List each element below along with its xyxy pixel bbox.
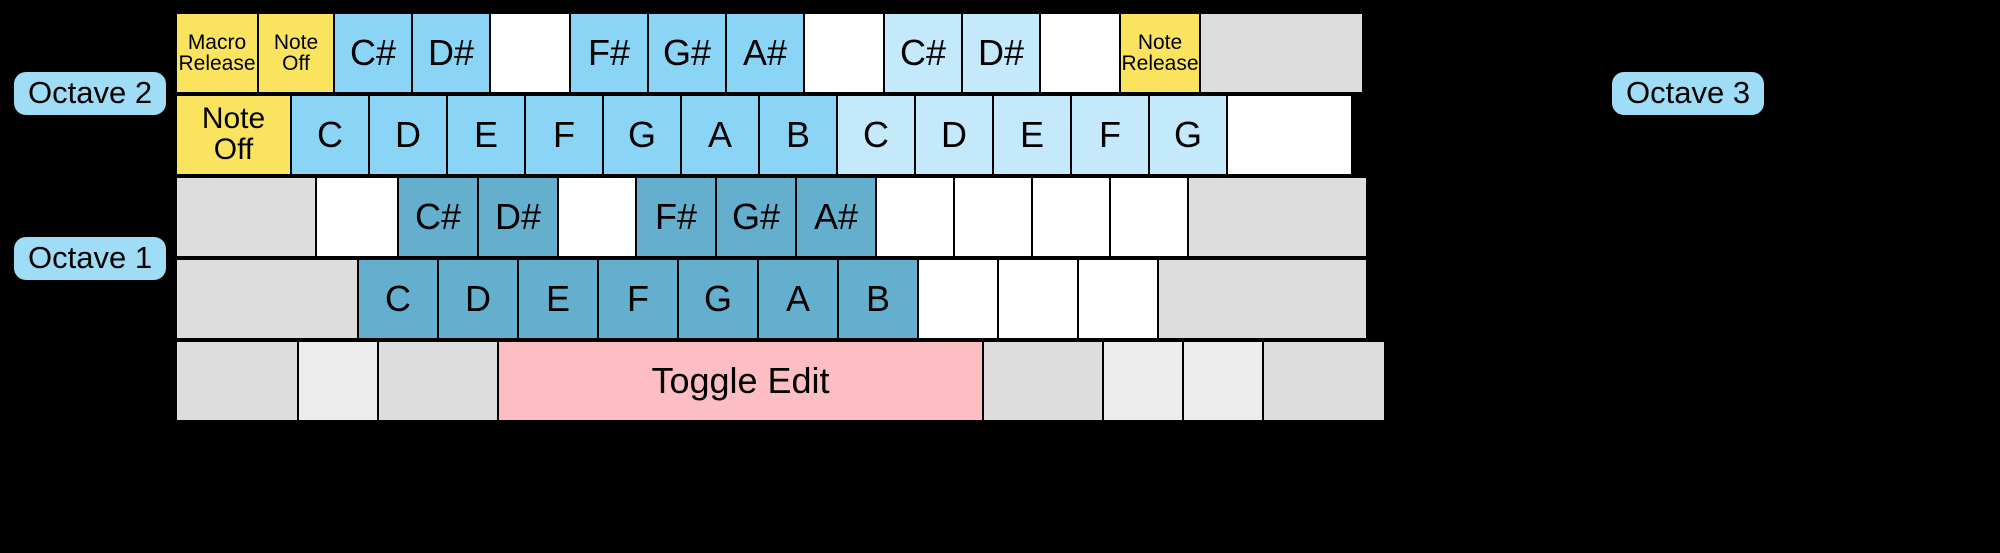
key-e[interactable]: E <box>446 94 526 176</box>
key-asharp[interactable]: A# <box>795 176 877 258</box>
key-d[interactable]: D <box>914 94 994 176</box>
key-blank[interactable] <box>982 340 1104 422</box>
key-f[interactable]: F <box>597 258 679 340</box>
key-dsharp[interactable]: D# <box>477 176 559 258</box>
key-fsharp[interactable]: F# <box>635 176 717 258</box>
key-asharp[interactable]: A# <box>725 12 805 94</box>
key-csharp[interactable]: C# <box>397 176 479 258</box>
key-blank[interactable] <box>1182 340 1264 422</box>
keyboard-row-asdf: C#D# F#G#A# <box>175 176 1368 258</box>
key-dsharp[interactable]: D# <box>961 12 1041 94</box>
key-blank[interactable] <box>1199 12 1364 94</box>
key-blank[interactable] <box>1031 176 1111 258</box>
key-g[interactable]: G <box>677 258 759 340</box>
key-dsharp[interactable]: D# <box>411 12 491 94</box>
key-e[interactable]: E <box>517 258 599 340</box>
key-gsharp[interactable]: G# <box>715 176 797 258</box>
key-blank[interactable] <box>1102 340 1184 422</box>
key-fsharp[interactable]: F# <box>569 12 649 94</box>
key-blank[interactable] <box>917 258 999 340</box>
key-macro-release[interactable]: Macro Release <box>175 12 259 94</box>
key-csharp[interactable]: C# <box>333 12 413 94</box>
key-b[interactable]: B <box>758 94 838 176</box>
key-blank[interactable] <box>803 12 885 94</box>
key-blank[interactable] <box>1157 258 1368 340</box>
key-gsharp[interactable]: G# <box>647 12 727 94</box>
key-blank[interactable] <box>489 12 571 94</box>
keyboard-row-space: Toggle Edit <box>175 340 1386 422</box>
key-g[interactable]: G <box>1148 94 1228 176</box>
key-blank[interactable] <box>315 176 399 258</box>
key-toggle-edit[interactable]: Toggle Edit <box>497 340 984 422</box>
key-f[interactable]: F <box>1070 94 1150 176</box>
key-blank[interactable] <box>557 176 637 258</box>
key-c[interactable]: C <box>836 94 916 176</box>
key-blank[interactable] <box>297 340 379 422</box>
key-blank[interactable] <box>1262 340 1386 422</box>
key-blank[interactable] <box>953 176 1033 258</box>
key-b[interactable]: B <box>837 258 919 340</box>
key-blank[interactable] <box>1077 258 1159 340</box>
key-blank[interactable] <box>175 340 299 422</box>
octave-1-label: Octave 1 <box>14 237 167 280</box>
key-note-off[interactable]: Note Off <box>175 94 292 176</box>
key-blank[interactable] <box>1226 94 1353 176</box>
key-blank[interactable] <box>1109 176 1189 258</box>
key-note-release[interactable]: Note Release <box>1119 12 1201 94</box>
key-blank[interactable] <box>997 258 1079 340</box>
octave-2-label: Octave 2 <box>14 72 167 115</box>
key-d[interactable]: D <box>368 94 448 176</box>
key-blank[interactable] <box>175 176 317 258</box>
key-f[interactable]: F <box>524 94 604 176</box>
key-blank[interactable] <box>1187 176 1368 258</box>
key-a[interactable]: A <box>680 94 760 176</box>
key-e[interactable]: E <box>992 94 1072 176</box>
key-c[interactable]: C <box>290 94 370 176</box>
key-blank[interactable] <box>875 176 955 258</box>
key-g[interactable]: G <box>602 94 682 176</box>
key-blank[interactable] <box>1039 12 1121 94</box>
key-csharp[interactable]: C# <box>883 12 963 94</box>
key-blank[interactable] <box>377 340 499 422</box>
key-note-off[interactable]: Note Off <box>257 12 335 94</box>
key-c[interactable]: C <box>357 258 439 340</box>
key-blank[interactable] <box>175 258 359 340</box>
key-a[interactable]: A <box>757 258 839 340</box>
key-d[interactable]: D <box>437 258 519 340</box>
octave-3-label: Octave 3 <box>1612 72 1765 115</box>
